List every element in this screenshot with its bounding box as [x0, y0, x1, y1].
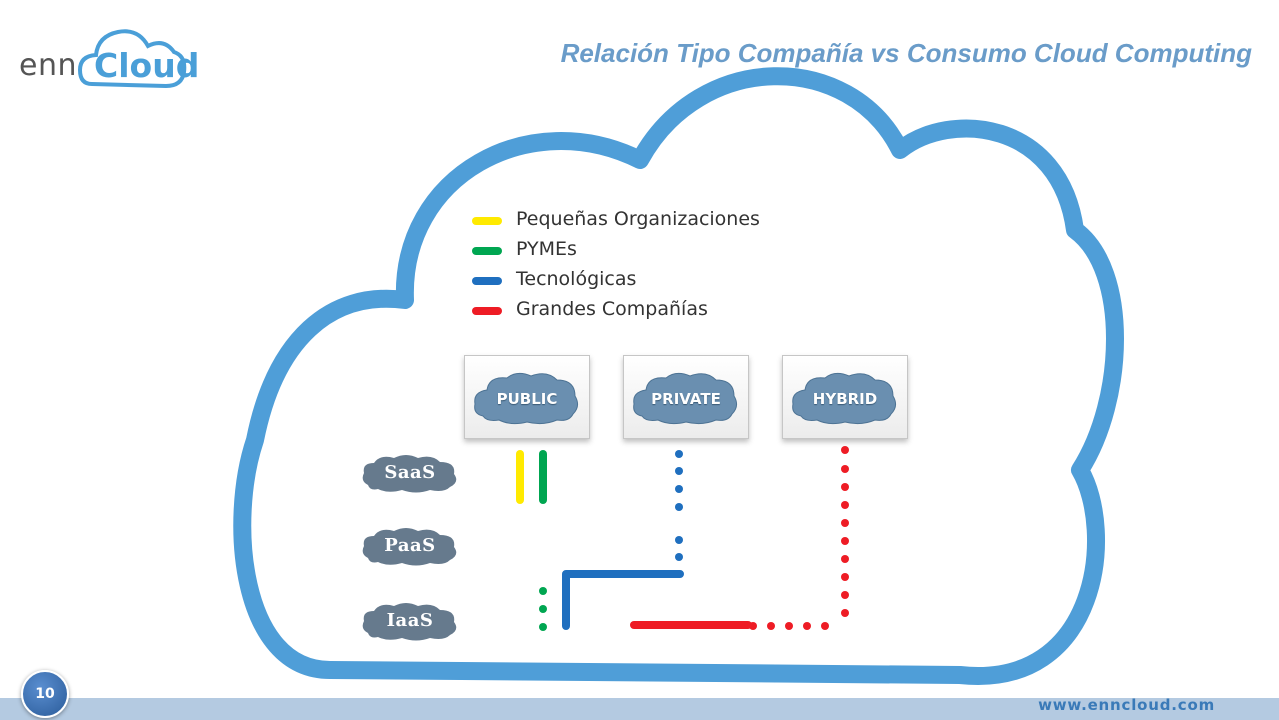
logo-prefix: enn — [19, 48, 77, 83]
legend-label: Tecnológicas — [516, 268, 637, 290]
service-label: SaaS — [384, 462, 436, 483]
deploy-label: PUBLIC — [496, 390, 558, 408]
connector-tecnologicas — [675, 450, 683, 561]
legend-swatch — [472, 277, 502, 285]
legend-swatch — [472, 217, 502, 225]
footer-bar — [0, 698, 1279, 720]
deploy-private-box: PRIVATE — [623, 355, 749, 439]
service-label: PaaS — [384, 535, 436, 556]
cloud-puff-icon — [792, 372, 897, 425]
page-title: Relación Tipo Compañía vs Consumo Cloud … — [560, 38, 1252, 68]
badge-cloud-icon — [362, 455, 457, 493]
legend-label: PYMEs — [516, 238, 577, 260]
connector-grandes — [749, 446, 849, 630]
connector-pymes-iaas-dot — [539, 623, 547, 631]
deploy-hybrid-box: HYBRID — [782, 355, 908, 439]
service-saas-badge: SaaS — [360, 451, 460, 495]
legend-swatch — [472, 247, 502, 255]
legend-label: Grandes Compañías — [516, 298, 708, 320]
connector-pymes-iaas-dot — [539, 587, 547, 595]
service-label: IaaS — [386, 610, 434, 631]
badge-cloud-icon — [362, 603, 457, 641]
page-number-badge: 10 — [21, 670, 69, 718]
legend-label: Pequeñas Organizaciones — [516, 208, 760, 230]
logo-word: Cloud — [94, 46, 200, 85]
deploy-label: HYBRID — [812, 390, 878, 408]
deploy-public-box: PUBLIC — [464, 355, 590, 439]
big-cloud-outline — [233, 67, 1124, 685]
cloud-puff-icon — [633, 372, 738, 425]
enncloud-logo: enn Cloud — [14, 18, 199, 94]
legend-swatch — [472, 307, 502, 315]
service-iaas-badge: IaaS — [360, 599, 460, 643]
connector-tecnologicas-iaas — [562, 570, 684, 630]
logo-cloud-icon — [77, 29, 187, 89]
website-url: www.enncloud.com — [1038, 696, 1215, 714]
badge-cloud-icon — [362, 528, 457, 566]
service-paas-badge: PaaS — [360, 524, 460, 568]
cloud-puff-icon — [474, 372, 579, 425]
deploy-label: PRIVATE — [651, 390, 721, 408]
connector-pymes-iaas-dot — [539, 605, 547, 613]
